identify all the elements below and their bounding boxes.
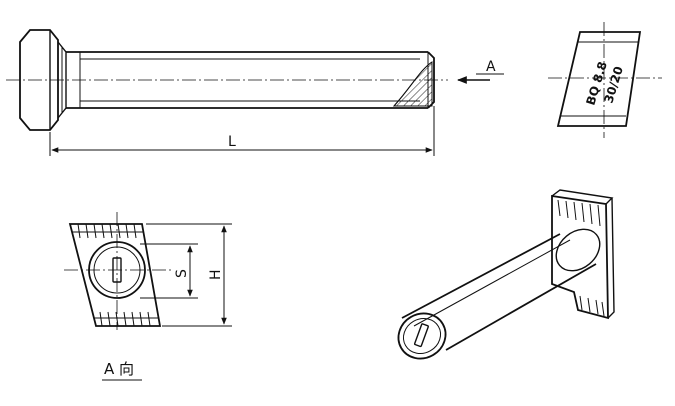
end-slot [112,257,122,283]
iso-neck-ellipse [555,228,601,272]
iso-end-face [397,312,447,360]
iso-head-side [607,197,615,319]
view-a-caption: A 向 [104,360,134,378]
shank-outer-circle [88,241,146,299]
dim-S-label: S [174,269,190,278]
iso-shank-top-edge [401,233,561,319]
break-line [393,61,433,107]
iso-end-chamfer [402,317,442,355]
side-view: A L [6,29,504,156]
iso-head-face [551,194,609,320]
iso-head-top [551,189,614,205]
iso-shank-bottom-edge [445,263,597,351]
shank-inner-circle [93,246,141,294]
dim-L-label: L [228,134,236,150]
serration-bottom-teeth [99,311,151,327]
isometric-view [397,189,615,360]
dim-H-label: H [208,269,224,280]
view-arrow-label: A [486,59,496,75]
head-parallelogram [556,31,642,127]
iso-shank-highlight [413,239,571,327]
view-a-outline [68,223,162,327]
iso-end-slot [414,323,429,348]
serration-top-teeth [77,223,137,239]
view-a: S H A 向 [64,212,232,381]
iso-head-serrations [557,199,605,317]
head-end-view: BQ 8.8 30/20 [548,22,662,138]
